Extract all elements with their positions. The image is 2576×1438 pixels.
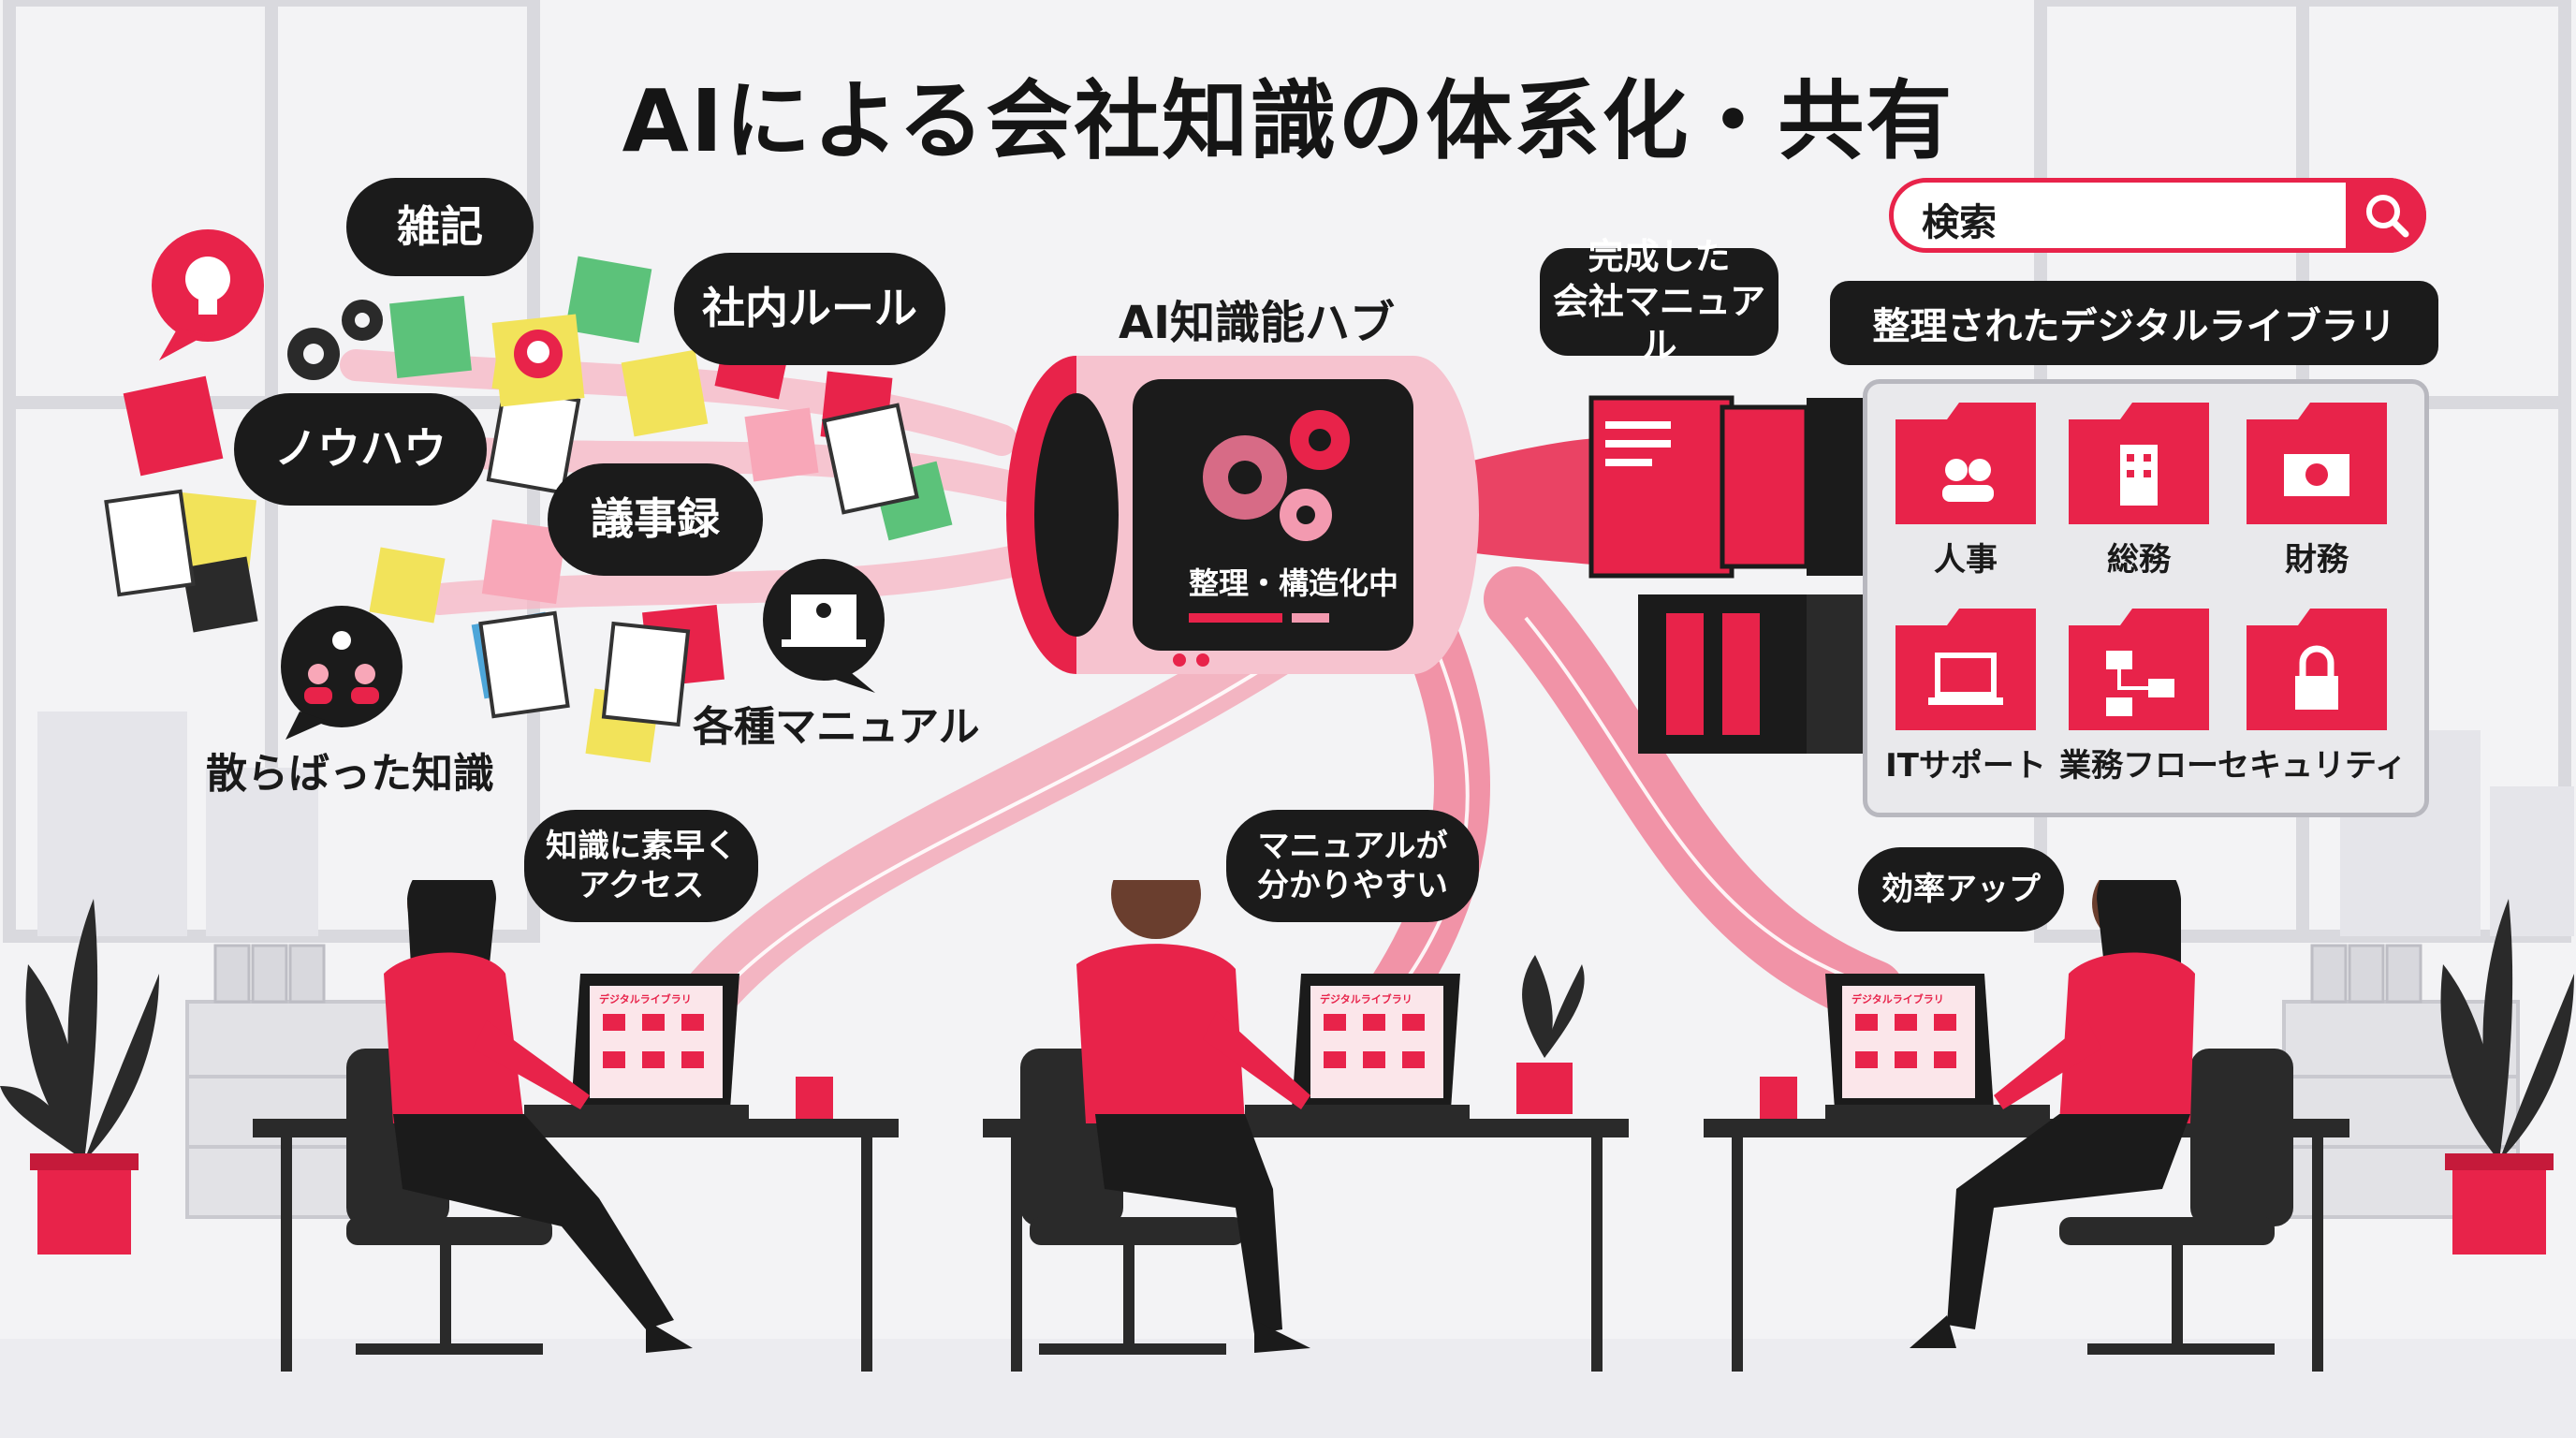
- desk-3: [1704, 880, 2349, 1372]
- potted-plant-right: [2440, 899, 2574, 1255]
- speech-worker-1: 知識に素早く アクセス: [524, 810, 758, 922]
- hub-label: AI知識能ハブ: [1119, 297, 1396, 349]
- folder-icon: [1895, 609, 2036, 730]
- document-icon: [104, 489, 196, 597]
- lock-icon: [2295, 645, 2338, 710]
- folder-it-support[interactable]: [1895, 609, 2036, 730]
- meeting-bubble: [281, 606, 402, 740]
- laptop-screen-title: デジタルライブラリ: [599, 993, 692, 1005]
- folder-label-general-affairs: 総務: [2107, 541, 2171, 579]
- search-icon: [2366, 195, 2409, 238]
- ai-knowledge-hub: [1006, 356, 1479, 674]
- laptop-screen-1: デジタルライブラリ: [590, 986, 723, 1098]
- folder-security[interactable]: [2247, 609, 2387, 730]
- laptop-screen-title: デジタルライブラリ: [1852, 993, 1944, 1005]
- laptop-screen-2: デジタルライブラリ: [1310, 986, 1443, 1098]
- folder-icon: [2247, 609, 2387, 730]
- folder-label-workflow: 業務フロー: [2059, 747, 2218, 785]
- building-icon: [2120, 445, 2158, 506]
- people-icon: [304, 631, 379, 704]
- library-title: 整理されたデジタルライブラリ: [1830, 281, 2438, 365]
- folder-label-it-support: ITサポート: [1885, 747, 2046, 785]
- gear-icon: [287, 300, 383, 380]
- label-manuals: 各種マニュアル: [693, 703, 980, 751]
- search-bar[interactable]: 検索: [1889, 178, 2426, 253]
- bubble-notes: 雑記: [346, 178, 534, 276]
- folder-general-affairs[interactable]: [2069, 403, 2209, 524]
- folder-icon: [1895, 403, 2036, 524]
- people-icon: [1945, 459, 1968, 481]
- flow-icon: [2106, 651, 2174, 716]
- bubble-minutes: 議事録: [548, 463, 763, 576]
- folder-finance[interactable]: [2247, 403, 2387, 524]
- label-scattered-knowledge: 散らばった知識: [206, 750, 494, 798]
- folder-label-finance: 財務: [2285, 541, 2349, 579]
- bubble-company-rules: 社内ルール: [674, 253, 945, 365]
- bubble-completed-manual: 完成した 会社マニュアル: [1540, 236, 1778, 366]
- page-title: AIによる会社知識の体系化・共有: [622, 71, 1954, 171]
- gear-icon: [1203, 410, 1350, 541]
- speech-worker-2: マニュアルが 分かりやすい: [1226, 810, 1479, 922]
- laptop-screen-3: デジタルライブラリ: [1842, 986, 1975, 1098]
- manual-books: [1588, 395, 1863, 754]
- folder-workflow[interactable]: [2069, 609, 2209, 730]
- monitor-icon: [782, 594, 866, 647]
- folder-label-hr: 人事: [1934, 541, 1998, 579]
- document-icon: [1588, 395, 1734, 579]
- manual-laptop-bubble: [763, 559, 885, 693]
- search-button[interactable]: [2346, 178, 2426, 253]
- speech-worker-3: 効率アップ: [1858, 847, 2064, 932]
- folder-label-security: セキュリティ: [2217, 747, 2407, 785]
- potted-plant-left: [0, 899, 159, 1255]
- folder-hr[interactable]: [1895, 403, 2036, 524]
- laptop-screen-title: デジタルライブラリ: [1320, 993, 1412, 1005]
- desk-1: [253, 880, 899, 1372]
- hub-screen-text: 整理・構造化中: [1189, 565, 1399, 601]
- lightbulb-icon: [185, 257, 230, 301]
- folder-icon: [2069, 609, 2209, 730]
- workstations: [253, 880, 2349, 1372]
- laptop-icon: [1935, 653, 1997, 697]
- bubble-knowhow: ノウハウ: [234, 393, 487, 506]
- desk-2: [983, 880, 1629, 1372]
- search-input[interactable]: 検索: [1922, 201, 1997, 244]
- lightbulb-bubble: [152, 229, 264, 360]
- scattered-notes: [104, 256, 953, 763]
